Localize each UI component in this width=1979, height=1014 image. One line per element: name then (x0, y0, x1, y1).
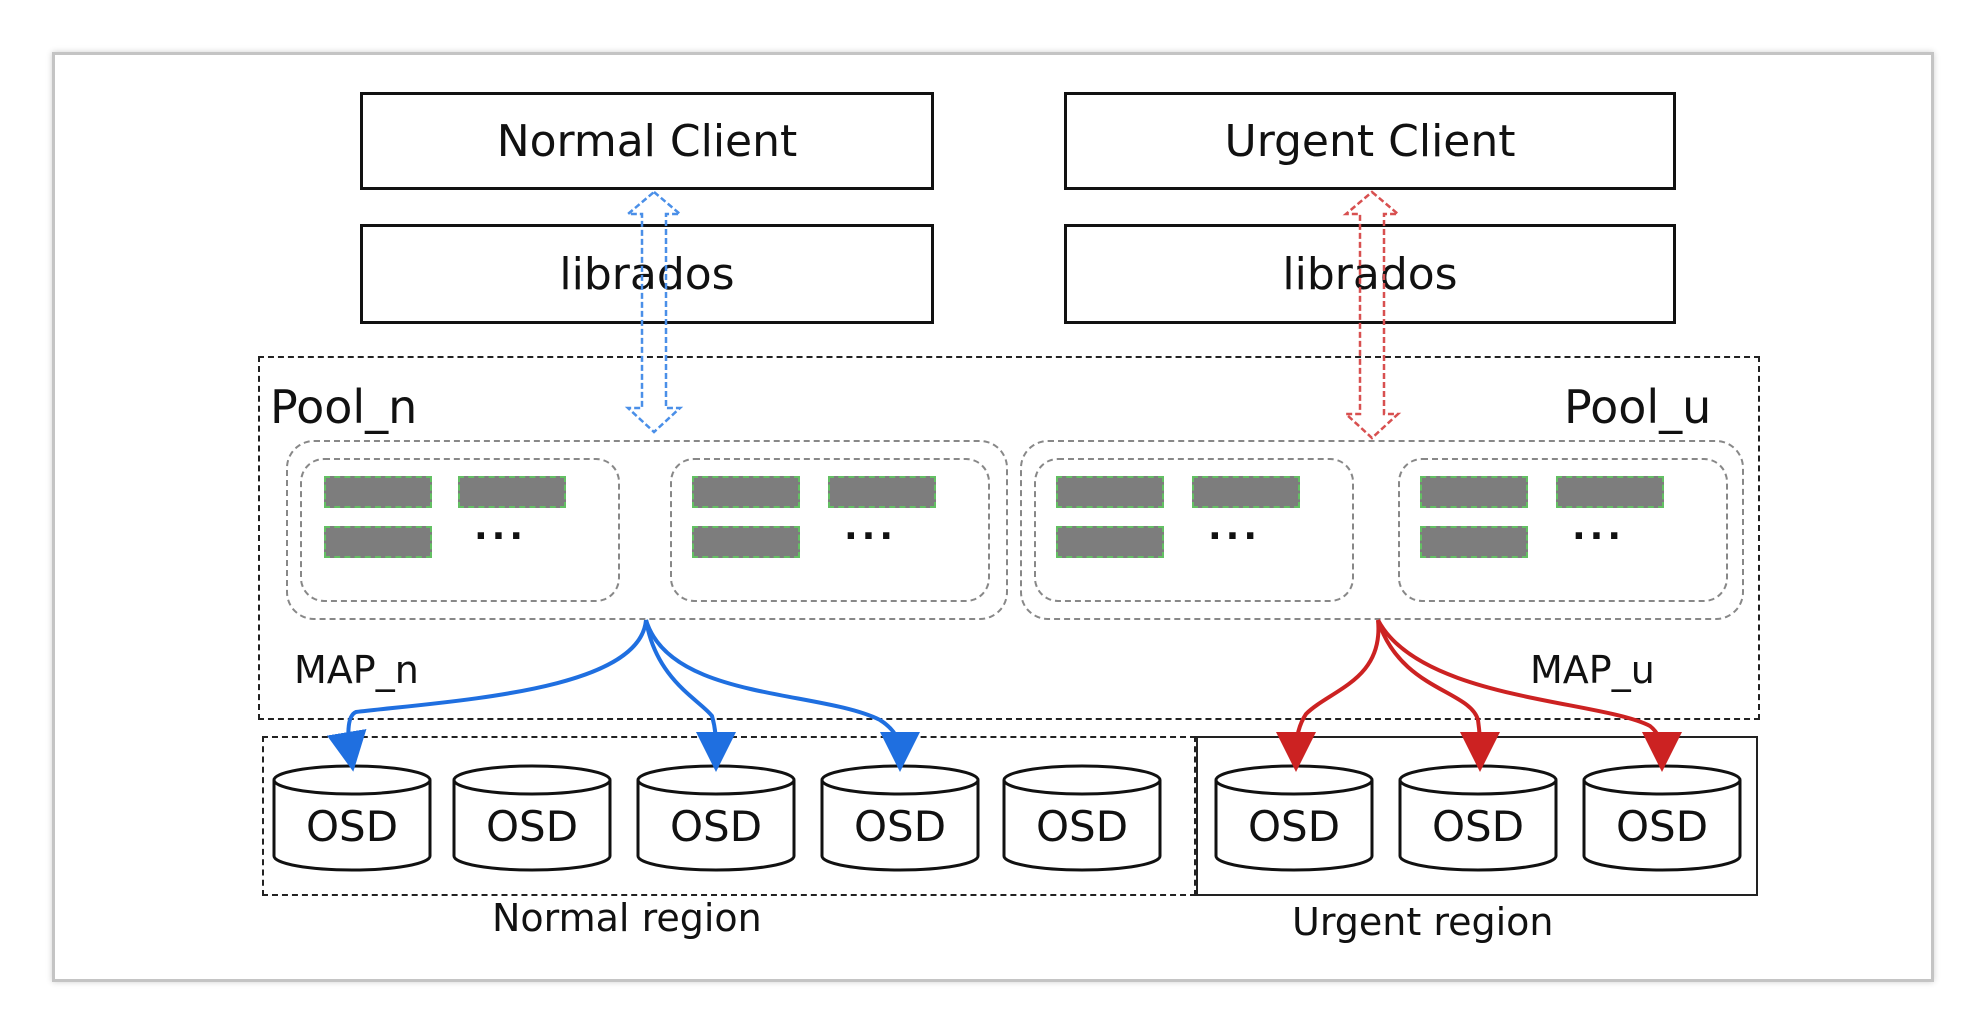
osd-disk: OSD (634, 760, 798, 872)
pool-n-label: Pool_n (270, 380, 418, 434)
normal-librados-box: librados (360, 224, 934, 324)
map-n-label: MAP_n (294, 648, 419, 692)
osd-label: OSD (853, 802, 947, 851)
placement-group (324, 526, 432, 558)
normal-io-arrow (624, 190, 684, 434)
map-u-arrow-3 (1376, 619, 1682, 772)
normal-librados-label: librados (559, 248, 735, 300)
osd-label: OSD (1615, 802, 1709, 851)
placement-group (1192, 476, 1300, 508)
placement-group (692, 476, 800, 508)
pg-set-2 (670, 458, 990, 602)
pool-container (258, 356, 1760, 720)
pg-ellipsis: ··· (474, 516, 528, 557)
pg-ellipsis: ··· (844, 516, 898, 557)
pg-ellipsis: ··· (1572, 516, 1626, 557)
urgent-librados-label: librados (1282, 248, 1458, 300)
normal-client-box: Normal Client (360, 92, 934, 190)
map-n-arrow-1 (326, 619, 648, 772)
osd-disk: OSD (1580, 760, 1744, 872)
pool-n-pg-group (286, 440, 1008, 620)
osd-label: OSD (485, 802, 579, 851)
osd-disk: OSD (270, 760, 434, 872)
normal-region-label: Normal region (492, 896, 762, 940)
placement-group (692, 526, 800, 558)
map-u-label: MAP_u (1530, 648, 1655, 692)
urgent-io-arrow (1342, 190, 1402, 440)
pg-set-1 (300, 458, 620, 602)
osd-label: OSD (1431, 802, 1525, 851)
normal-client-label: Normal Client (496, 115, 798, 167)
placement-group (1056, 476, 1164, 508)
urgent-librados-box: librados (1064, 224, 1676, 324)
map-u-arrow-1 (1276, 619, 1381, 772)
placement-group (1056, 526, 1164, 558)
urgent-client-box: Urgent Client (1064, 92, 1676, 190)
placement-group (458, 476, 566, 508)
pool-u-pg-group (1020, 440, 1744, 620)
osd-disk: OSD (1000, 760, 1164, 872)
placement-group (1420, 526, 1528, 558)
urgent-client-label: Urgent Client (1224, 115, 1516, 167)
map-u-arrow-2 (1376, 619, 1500, 772)
pg-set-4 (1398, 458, 1728, 602)
osd-label: OSD (669, 802, 763, 851)
pg-ellipsis: ··· (1208, 516, 1262, 557)
map-n-arrow-3 (644, 619, 920, 772)
placement-group (324, 476, 432, 508)
osd-label: OSD (305, 802, 399, 851)
urgent-region-label: Urgent region (1292, 900, 1554, 944)
placement-group (1556, 476, 1664, 508)
osd-disk: OSD (450, 760, 614, 872)
placement-group (828, 476, 936, 508)
placement-group (1420, 476, 1528, 508)
osd-label: OSD (1035, 802, 1129, 851)
pg-set-3 (1034, 458, 1354, 602)
osd-disk: OSD (818, 760, 982, 872)
osd-disk: OSD (1396, 760, 1560, 872)
osd-disk: OSD (1212, 760, 1376, 872)
pool-u-label: Pool_u (1564, 380, 1712, 434)
map-n-arrow-2 (644, 619, 736, 772)
osd-label: OSD (1247, 802, 1341, 851)
